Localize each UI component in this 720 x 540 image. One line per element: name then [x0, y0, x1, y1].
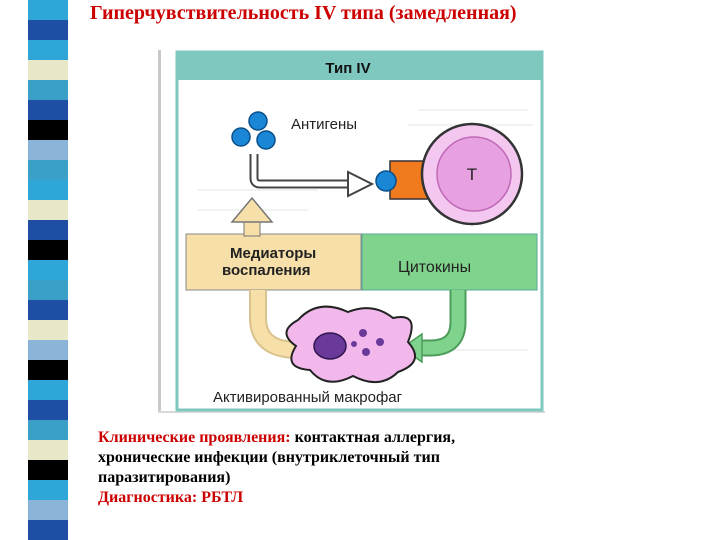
- stripe-segment: [28, 400, 68, 420]
- granule-3: [362, 348, 370, 356]
- stripe-segment: [28, 120, 68, 140]
- stripe-segment: [28, 300, 68, 320]
- stripe-segment: [28, 360, 68, 380]
- stripe-segment: [28, 340, 68, 360]
- stripe-segment: [28, 100, 68, 120]
- mediators-label-line1: Медиаторы: [230, 245, 316, 262]
- diagram-header-band: [177, 52, 542, 80]
- clinical-line-1: Клинические проявления: контактная аллер…: [98, 428, 658, 448]
- t-cell-label: Т: [467, 165, 477, 184]
- type-iv-diagram: Тип IV Антигены Т Медиаторы воспаления: [175, 50, 544, 412]
- stripe-segment: [28, 480, 68, 500]
- macrophage-label: Активированный макрофаг: [213, 389, 403, 406]
- stripe-segment: [28, 200, 68, 220]
- macrophage-nucleus: [313, 332, 347, 360]
- stripe-segment: [28, 260, 68, 280]
- antigens-label: Антигены: [291, 116, 357, 133]
- stripe-segment: [28, 160, 68, 180]
- t-cell-nucleus: [436, 136, 512, 212]
- stripe-segment: [28, 0, 68, 20]
- caption: Клинические проявления: контактная аллер…: [98, 428, 658, 508]
- stripe-segment: [28, 380, 68, 400]
- clinical-text-3: паразитирования): [98, 469, 231, 486]
- antigen-2: [231, 127, 251, 147]
- antigen-arrow-fill: [251, 154, 350, 187]
- granule-4: [351, 341, 357, 347]
- stripe-segment: [28, 280, 68, 300]
- stripe-segment: [28, 460, 68, 480]
- decorative-stripe: [28, 0, 68, 540]
- bound-antigen: [375, 170, 397, 192]
- diagram-figure: Тип IV Антигены Т Медиаторы воспаления: [158, 50, 545, 413]
- clinical-text-2: хронические инфекции (внутриклеточный ти…: [98, 449, 440, 466]
- stripe-segment: [28, 180, 68, 200]
- diagnostics-value: РБТЛ: [201, 489, 244, 506]
- stripe-segment: [28, 40, 68, 60]
- slide-title: Гиперчувствительность IV типа (замедленн…: [90, 2, 517, 24]
- clinical-text-1: контактная аллергия,: [294, 429, 456, 446]
- figure-bottom-edge: [158, 411, 545, 413]
- stripe-segment: [28, 20, 68, 40]
- stripe-segment: [28, 60, 68, 80]
- clinical-label: Клинические проявления:: [98, 429, 291, 446]
- granule-1: [359, 329, 367, 337]
- granule-2: [376, 338, 384, 346]
- mediators-label-line2: воспаления: [222, 262, 310, 279]
- stripe-segment: [28, 320, 68, 340]
- stripe-segment: [28, 140, 68, 160]
- stripe-segment: [28, 240, 68, 260]
- antigen-arrow-head: [347, 170, 375, 198]
- macrophage: [285, 305, 417, 383]
- cytokines-box: [361, 233, 538, 291]
- diagram-header-text: Тип IV: [325, 60, 370, 77]
- stripe-segment: [28, 80, 68, 100]
- stripe-segment: [28, 500, 68, 520]
- figure-edge: [158, 50, 161, 413]
- diagnostics-label: Диагностика:: [98, 489, 198, 506]
- cytokines-connector-fill: [420, 290, 465, 355]
- cytokines-label: Цитокины: [398, 259, 471, 276]
- stripe-segment: [28, 420, 68, 440]
- diagnostics-line: Диагностика: РБТЛ: [98, 488, 658, 508]
- stripe-segment: [28, 520, 68, 540]
- mediators-arrow-head: [230, 196, 274, 223]
- mediators-connector-fill: [251, 290, 299, 357]
- antigen-3: [256, 130, 276, 150]
- stripe-segment: [28, 220, 68, 240]
- antigen-1: [248, 111, 268, 131]
- mediators-box: [185, 233, 362, 291]
- stripe-segment: [28, 440, 68, 460]
